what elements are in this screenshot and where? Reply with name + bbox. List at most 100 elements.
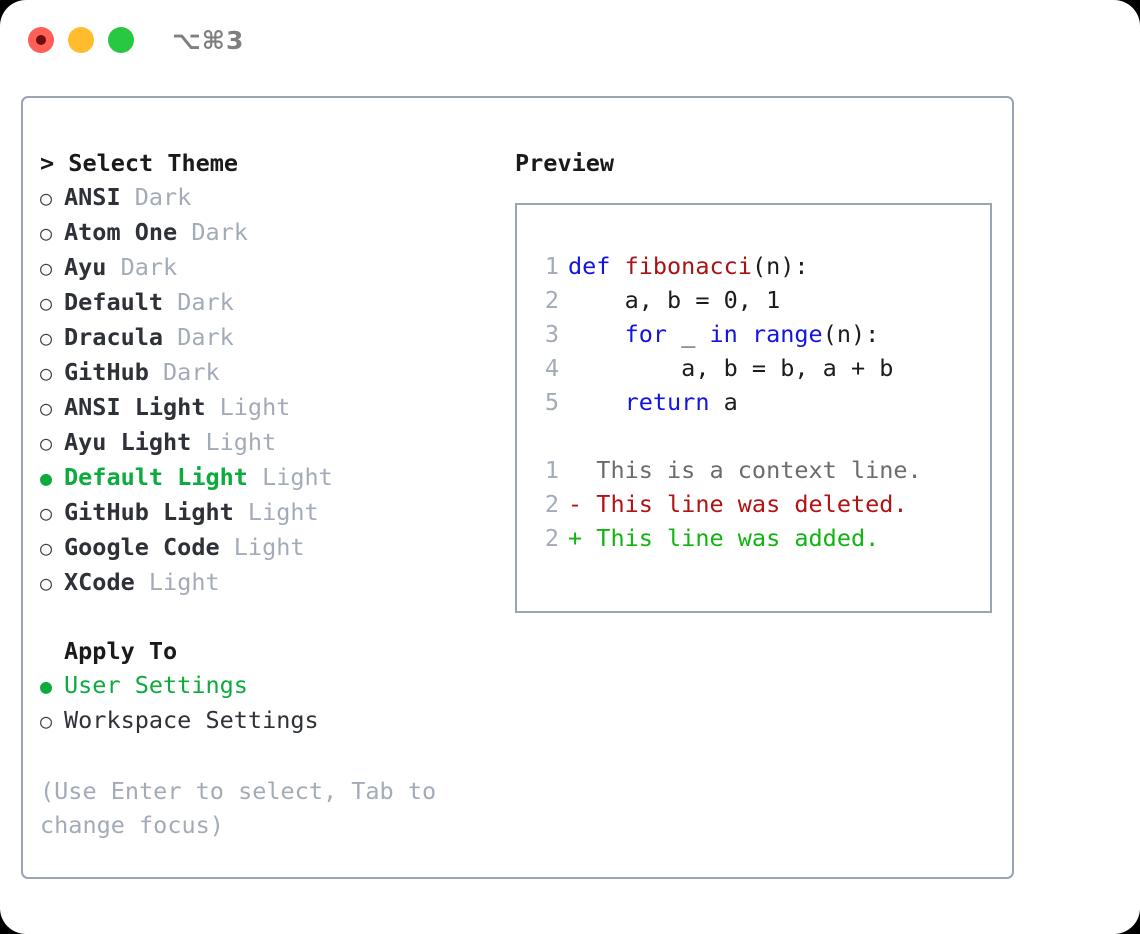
page-title: > Select Theme — [40, 149, 239, 177]
theme-kind-badge: Dark — [163, 288, 234, 316]
code-text: def fibonacci(n): — [568, 249, 809, 283]
line-number: 4 — [544, 354, 559, 382]
theme-kind-badge: Dark — [177, 218, 248, 246]
diff-sign: + — [568, 524, 597, 552]
theme-list-item[interactable]: ○XCode Light — [40, 565, 493, 600]
theme-list-item[interactable]: ○Dracula Dark — [40, 320, 493, 355]
code-token: return — [624, 388, 710, 416]
code-text: a, b = 0, 1 — [568, 283, 781, 317]
theme-kind-badge: Light — [134, 568, 220, 596]
diff-sign: - — [568, 490, 597, 518]
theme-list-item[interactable]: ○GitHub Dark — [40, 355, 493, 390]
preview-title: Preview — [515, 149, 615, 177]
code-token — [568, 388, 625, 416]
code-token: for — [624, 320, 668, 348]
apply-to-list[interactable]: ● User Settings ○Workspace Settings — [40, 668, 493, 738]
line-number: 1 — [544, 456, 559, 484]
diff-text: This line was added. — [596, 524, 880, 552]
code-token: (n): — [751, 252, 809, 280]
apply-to-label: User Settings — [64, 671, 248, 699]
title-bar: ⌥⌘3 — [0, 0, 1140, 80]
theme-list-item[interactable]: ○ Default Dark — [40, 285, 493, 320]
radio-unselected-icon: ○ — [40, 221, 53, 245]
theme-kind-badge: Light — [247, 463, 333, 491]
code-token — [568, 320, 625, 348]
code-line: 5 return a — [517, 385, 990, 419]
traffic-lights — [28, 27, 134, 53]
theme-name: ANSI Light — [64, 393, 206, 421]
radio-unselected-icon: ○ — [40, 291, 53, 315]
theme-name: Dracula — [64, 323, 164, 351]
theme-kind-badge: Light — [205, 393, 291, 421]
theme-name: XCode — [64, 568, 135, 596]
line-number: 2 — [544, 490, 559, 518]
theme-name: ANSI — [64, 183, 121, 211]
diff-sign — [568, 453, 596, 487]
theme-kind-badge: Light — [233, 498, 319, 526]
minimize-button[interactable] — [68, 27, 94, 53]
line-number: 2 — [544, 524, 559, 552]
theme-list-item[interactable]: ○Ayu Light Light — [40, 425, 493, 460]
radio-unselected-icon: ○ — [40, 709, 53, 733]
theme-kind-badge: Dark — [106, 253, 178, 281]
theme-list-item[interactable]: ○ ANSI Light Light — [40, 390, 493, 425]
diff-line: 2- This line was deleted. — [517, 487, 990, 521]
theme-kind-badge: Dark — [148, 358, 220, 386]
apply-to-heading: Apply To — [64, 637, 178, 665]
code-token — [738, 320, 752, 348]
code-diff-gap — [517, 419, 990, 453]
theme-list-item[interactable]: ○ Atom One Dark — [40, 215, 493, 250]
theme-kind-badge: Dark — [120, 183, 192, 211]
theme-name: GitHub Light — [64, 498, 234, 526]
radio-selected-icon: ● — [40, 674, 53, 698]
theme-list-item[interactable]: ○Google Code Light — [40, 530, 493, 565]
theme-list-item[interactable]: ○ ANSI Dark — [40, 180, 493, 215]
code-text: for _ in range(n): — [568, 317, 880, 351]
radio-unselected-icon: ○ — [40, 186, 53, 210]
line-number: 1 — [544, 252, 559, 280]
diff-line: 1 This is a context line. — [517, 453, 990, 487]
code-text: return a — [568, 385, 738, 419]
close-button[interactable] — [28, 27, 54, 53]
diff-sample: 1 This is a context line.2- This line wa… — [517, 453, 990, 555]
theme-list-item[interactable]: ○GitHub Light Light — [40, 495, 493, 530]
main-panel: > Select Theme ○ANSI Dark○Atom One Dark○… — [21, 96, 1014, 879]
line-number: 5 — [544, 388, 559, 416]
diff-text: This is a context line. — [596, 456, 922, 484]
theme-name: Default Light — [64, 463, 248, 491]
theme-list-item[interactable]: ○Ayu Dark — [40, 250, 493, 285]
theme-list-item[interactable]: ● Default Light Light — [40, 460, 493, 495]
keyboard-hint: (Use Enter to select, Tab to change focu… — [40, 777, 451, 839]
code-line: 3 for _ in range(n): — [517, 317, 990, 351]
diff-text: This line was deleted. — [596, 490, 908, 518]
code-token: a, b = b, a + b — [568, 354, 894, 382]
code-token: _ — [667, 320, 710, 348]
apply-to-item[interactable]: ● User Settings — [40, 668, 493, 703]
theme-name: Ayu — [64, 253, 107, 281]
code-line: 1 def fibonacci(n): — [517, 249, 990, 283]
code-text: a, b = b, a + b — [568, 351, 893, 385]
theme-kind-badge: Light — [219, 533, 305, 561]
diff-line: 2 + This line was added. — [517, 521, 990, 555]
theme-name: Atom One — [64, 218, 178, 246]
theme-name: Default — [64, 288, 164, 316]
line-number: 3 — [544, 320, 559, 348]
code-token: range — [751, 320, 823, 348]
radio-selected-icon: ● — [40, 466, 53, 490]
code-token: in — [709, 320, 738, 348]
code-token: (n): — [822, 320, 880, 348]
maximize-button[interactable] — [108, 27, 134, 53]
theme-kind-badge: Dark — [163, 323, 234, 351]
shortcut-label: ⌥⌘3 — [172, 25, 245, 55]
radio-unselected-icon: ○ — [40, 396, 53, 420]
code-token: fibonacci — [624, 252, 752, 280]
apply-to-item[interactable]: ○Workspace Settings — [40, 703, 493, 738]
theme-list[interactable]: ○ANSI Dark○Atom One Dark○Ayu Dark○Defaul… — [40, 180, 493, 600]
theme-name: Google Code — [64, 533, 220, 561]
code-line: 4 a, b = b, a + b — [517, 351, 990, 385]
line-number: 2 — [544, 286, 559, 314]
